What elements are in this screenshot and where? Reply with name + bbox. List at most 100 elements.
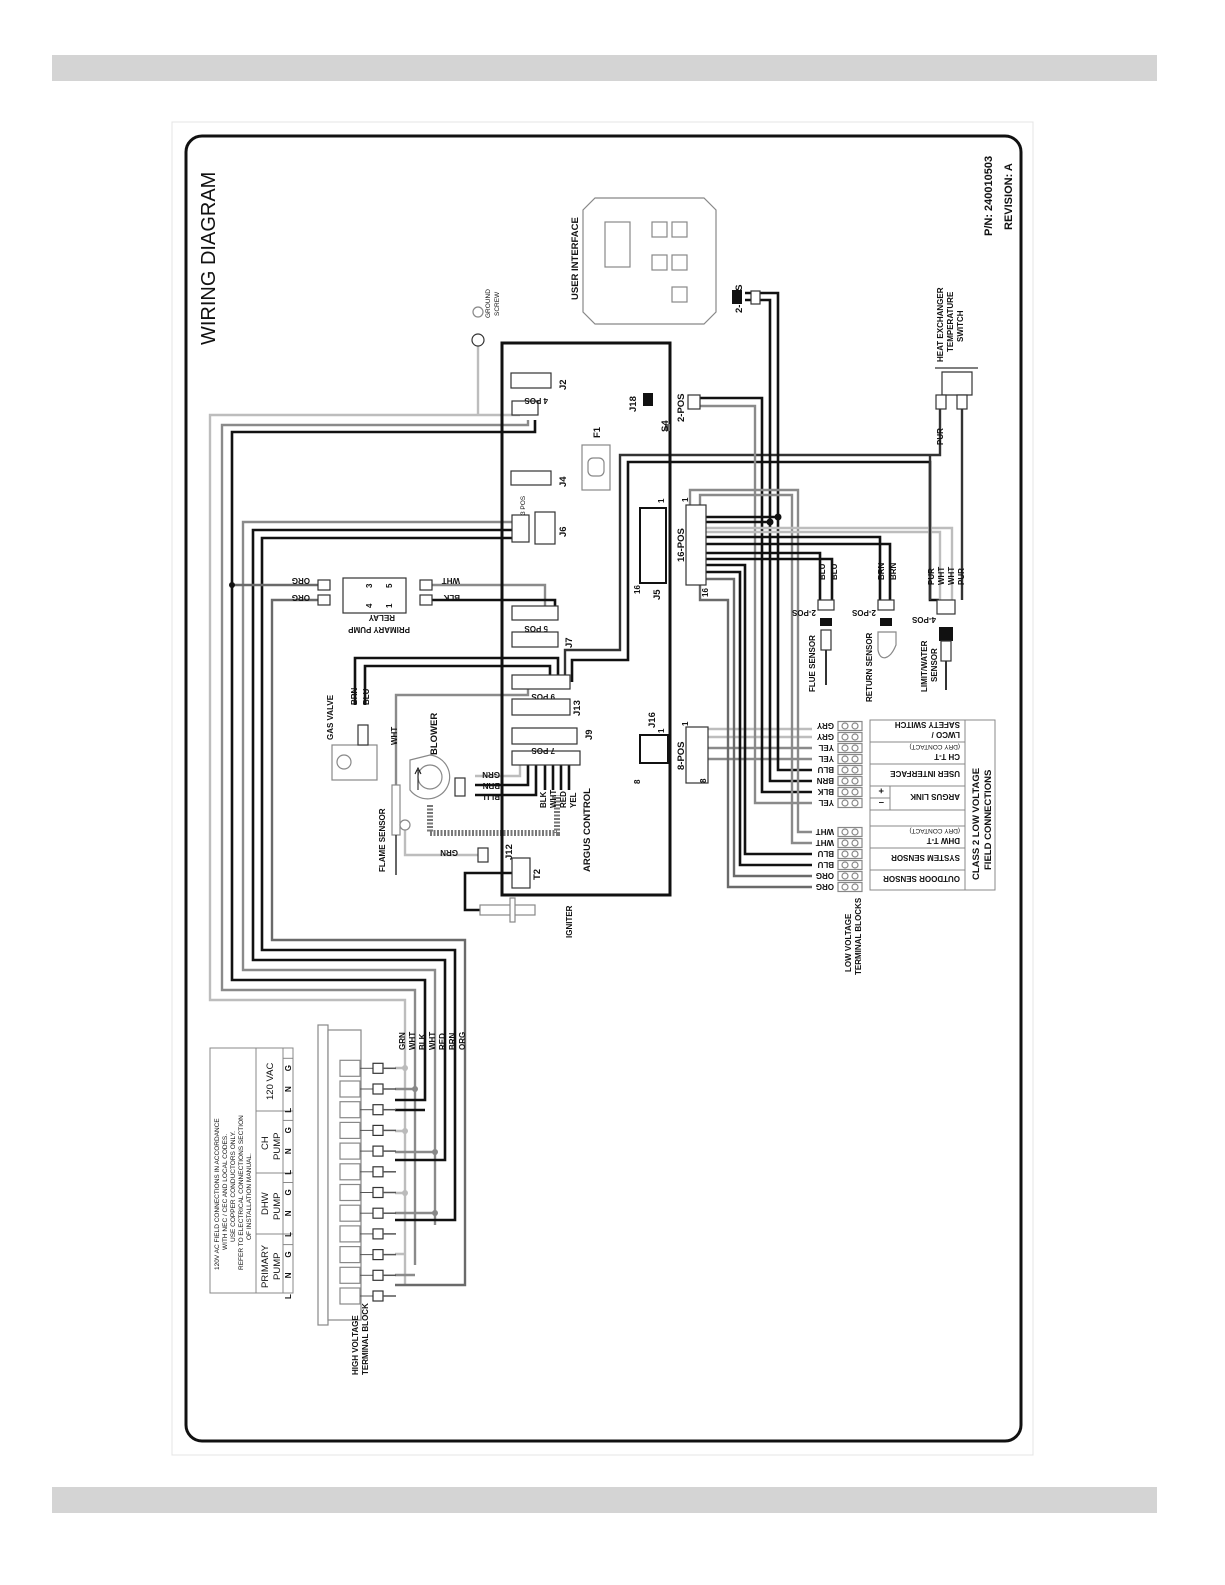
lv-terminal[interactable] bbox=[837, 797, 863, 809]
terminal-screw[interactable] bbox=[339, 1121, 361, 1140]
external-connectors: 16-POS 1 16 8-POS 1 8 2-POS bbox=[676, 393, 710, 784]
diagram-label: FLAME SENSOR bbox=[378, 808, 387, 872]
diagram-shape bbox=[851, 722, 859, 730]
diagram-label: BLK bbox=[539, 791, 548, 808]
wire-dhw-wht bbox=[688, 488, 812, 834]
diagram-shape bbox=[851, 839, 859, 847]
connector-16pos bbox=[685, 504, 707, 586]
terminal-screw[interactable] bbox=[339, 1080, 361, 1098]
connector-j5 bbox=[639, 507, 667, 584]
lv-wire-label: BLK bbox=[817, 787, 834, 796]
part-number: P/N: 240010503 bbox=[983, 156, 995, 236]
diagram-label: 120V AC FIELD CONNECTIONS IN ACCORDANCE bbox=[214, 1118, 221, 1270]
user-interface: USER INTERFACE 2-POS bbox=[570, 197, 761, 325]
diagram-label: BRN bbox=[448, 1032, 457, 1050]
connector-9pos bbox=[511, 674, 571, 690]
terminal-screw[interactable] bbox=[339, 1059, 361, 1077]
lv-wire-label: YEL bbox=[818, 798, 834, 807]
lv-terminal[interactable] bbox=[837, 859, 863, 871]
diagram-label: SCREW bbox=[494, 291, 501, 316]
diagram-label: WITH NEC / CEC AND LOCAL CODES. bbox=[222, 1134, 229, 1250]
diagram-shape bbox=[750, 290, 761, 305]
terminal-screw[interactable] bbox=[339, 1225, 361, 1243]
lv-terminal[interactable] bbox=[837, 826, 863, 838]
lv-terminal[interactable] bbox=[837, 881, 863, 893]
diagram-label: PUMP bbox=[272, 1133, 283, 1160]
ring-lug bbox=[372, 1207, 384, 1219]
diagram-shape bbox=[841, 799, 849, 807]
terminal-screw[interactable] bbox=[339, 1163, 361, 1181]
lv-wire-label: YEL bbox=[818, 754, 834, 763]
lv-terminal[interactable] bbox=[837, 837, 863, 849]
lv-terminal[interactable] bbox=[837, 848, 863, 860]
igniter bbox=[479, 904, 536, 916]
diagram-label: IGNITER bbox=[565, 905, 574, 938]
lv-terminal[interactable] bbox=[837, 775, 863, 787]
terminal-letter: G bbox=[284, 1189, 293, 1195]
heat-exchanger-switch: HEAT EXCHANGER TEMPERATURE SWITCH PUR bbox=[935, 287, 978, 445]
diagram-label: DHW T-T bbox=[927, 836, 960, 845]
diagram-label: 1 bbox=[385, 603, 394, 608]
diagram-label: 1 bbox=[681, 497, 690, 502]
diagram-label: 4 POS bbox=[524, 396, 548, 405]
lv-terminal[interactable] bbox=[837, 731, 863, 743]
terminal-screw[interactable] bbox=[339, 1287, 361, 1305]
diagram-shape bbox=[935, 367, 978, 396]
diagram-label: T2 bbox=[532, 869, 543, 880]
diagram-label: J4 bbox=[558, 476, 569, 487]
terminal-screw[interactable] bbox=[339, 1142, 361, 1160]
terminal-screw[interactable] bbox=[339, 1266, 361, 1284]
diagram-shape bbox=[851, 766, 859, 774]
diagram-label: 1 bbox=[657, 498, 666, 503]
header-bar bbox=[52, 55, 1157, 81]
diagram-label: 16 bbox=[633, 585, 642, 594]
lv-wire-label: ORG bbox=[816, 871, 834, 880]
terminal-letter: N bbox=[284, 1086, 293, 1092]
limit-pur-wires bbox=[928, 395, 964, 600]
terminal-screw[interactable] bbox=[339, 1204, 361, 1222]
diagram-label: J16 bbox=[647, 712, 658, 728]
terminal-screw[interactable] bbox=[339, 1245, 361, 1264]
diagram-label: SWITCH bbox=[956, 310, 965, 342]
diagram-shape bbox=[841, 755, 849, 763]
terminal-screw[interactable] bbox=[339, 1101, 361, 1119]
connector-2pos-board bbox=[687, 394, 701, 410]
lv-terminal[interactable] bbox=[837, 720, 863, 732]
diagram-label: F1 bbox=[592, 426, 603, 438]
lv-terminal[interactable] bbox=[837, 870, 863, 882]
diagram-shape bbox=[399, 819, 411, 831]
terminal-letter: L bbox=[284, 1170, 293, 1175]
terminal-letter: G bbox=[284, 1127, 293, 1133]
gas-valve-blu-wire bbox=[363, 664, 552, 705]
diagram-label: WHT bbox=[947, 567, 956, 585]
lv-terminal[interactable] bbox=[837, 753, 863, 765]
diagram-label: WHT bbox=[408, 1032, 417, 1050]
lv-terminal[interactable] bbox=[837, 786, 863, 798]
lv-wire-label: WHT bbox=[816, 838, 834, 847]
diagram-label: USE COPPER CONDUCTORS ONLY. bbox=[230, 1131, 237, 1242]
diagram-shape bbox=[841, 788, 849, 796]
diagram-label: RETURN SENSOR bbox=[865, 632, 874, 702]
diagram-label: J12 bbox=[504, 844, 515, 860]
diagram-label: J18 bbox=[628, 396, 639, 412]
diagram-label: BRN bbox=[350, 687, 359, 705]
lv-terminal[interactable] bbox=[837, 764, 863, 776]
diagram-label: FLUE SENSOR bbox=[808, 635, 817, 692]
diagram-shape bbox=[841, 861, 849, 869]
ring-lug bbox=[372, 1062, 384, 1074]
diagram-label: LWCO / bbox=[931, 730, 960, 739]
diagram-label: HIGH VOLTAGE bbox=[351, 1315, 360, 1375]
diagram-shape bbox=[414, 766, 422, 790]
diagram-label: USER INTERFACE bbox=[890, 769, 960, 778]
diagram-label: GROUND bbox=[485, 289, 492, 318]
connector-j9 bbox=[511, 727, 578, 745]
diagram-label: GRN bbox=[440, 848, 458, 857]
ground-jumpers bbox=[395, 1066, 405, 1256]
high-voltage-wires bbox=[208, 345, 537, 1287]
transformer-t2 bbox=[511, 857, 531, 889]
terminal-screw[interactable] bbox=[339, 1183, 361, 1202]
blower-blu-wire bbox=[475, 765, 538, 797]
neutral-jumpers bbox=[395, 1087, 435, 1277]
lv-terminal[interactable] bbox=[837, 742, 863, 754]
ui-button bbox=[671, 221, 688, 238]
